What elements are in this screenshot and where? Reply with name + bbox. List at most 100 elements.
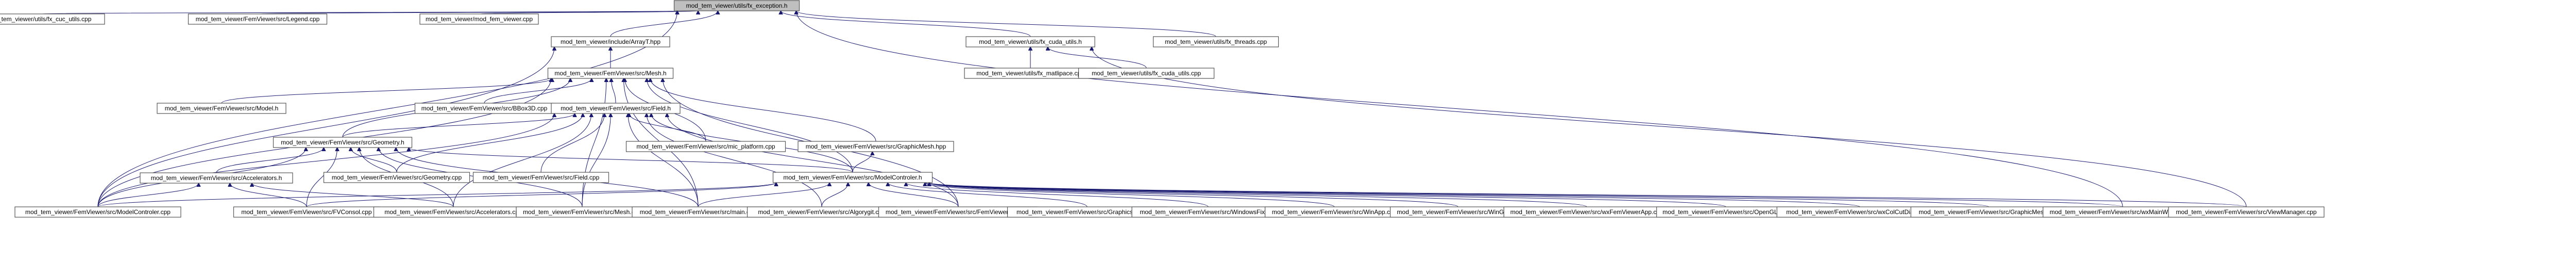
node-utils-fx-exception-h[interactable]: mod_tem_viewer/utils/fx_exception.h	[673, 0, 800, 11]
node-label: mod_tem_viewer/FemViewer/src/ModelContro…	[25, 208, 171, 216]
edge-n4-n20	[97, 47, 554, 207]
edge-n19-n25	[821, 183, 848, 207]
node-femviewer-src-wxcolcutdialog-cpp[interactable]: mod_tem_viewer/FemViewer/src/wxColCutDia…	[1776, 206, 1943, 218]
node-label: mod_tem_viewer/utils/fx_threads.cpp	[1165, 38, 1267, 45]
node-femviewer-src-field-cpp[interactable]: mod_tem_viewer/FemViewer/src/Field.cpp	[472, 172, 609, 183]
node-femviewer-src-geometry-h[interactable]: mod_tem_viewer/FemViewer/src/Geometry.h	[273, 137, 413, 148]
edge-n13-n14	[216, 148, 324, 173]
node-femviewer-src-graphicmesh-cpp[interactable]: mod_tem_viewer/FemViewer/src/GraphicMesh…	[1910, 206, 2067, 218]
node-label: mod_tem_viewer/FemViewer/src/wxColCutDia…	[1786, 208, 1934, 216]
node-box	[965, 36, 1095, 47]
node-femviewer-src-fvconsol-cpp[interactable]: mod_tem_viewer/FemViewer/src/FVConsol.cp…	[233, 206, 380, 218]
node-label: mod_tem_viewer/FemViewer/src/ViewManager…	[2176, 208, 2316, 216]
node-box	[273, 137, 413, 148]
node-label: mod_tem_viewer/FemViewer/src/Accelerator…	[151, 174, 282, 182]
node-label: mod_tem_viewer/FemViewer/src/ModelContro…	[783, 174, 922, 181]
edge-n0-n3	[479, 11, 698, 14]
node-femviewer-src-graphicsdata-cpp[interactable]: mod_tem_viewer/FemViewer/src/GraphicsDat…	[1007, 206, 1167, 218]
edge-n12-n26	[667, 113, 959, 207]
node-femviewer-src-main-cpp[interactable]: mod_tem_viewer/FemViewer/src/main.cpp	[632, 206, 765, 218]
edge-n0-n4	[610, 11, 718, 37]
edge-n17-n19	[852, 152, 872, 173]
node-box	[323, 172, 470, 183]
edge-n0-n6	[796, 11, 1216, 37]
edge-n14-n20	[97, 183, 199, 207]
node-include-arrayt-hpp[interactable]: mod_tem_viewer/include/ArrayT.hpp	[551, 36, 670, 47]
edge-n12-n25	[647, 113, 822, 207]
node-femviewer-src-winapp-cpp[interactable]: mod_tem_viewer/FemViewer/src/WinApp.cpp	[1264, 206, 1404, 218]
node-label: mod_tem_viewer/mod_fem_viewer.cpp	[426, 15, 533, 23]
node-femviewer-src-accelerators-cpp[interactable]: mod_tem_viewer/FemViewer/src/Accelerator…	[373, 206, 534, 218]
node-utils-fx-threads-cpp[interactable]: mod_tem_viewer/utils/fx_threads.cpp	[1153, 36, 1279, 47]
node-femviewer-src-opengl-cpp[interactable]: mod_tem_viewer/FemViewer/src/OpenGL.cpp	[1656, 206, 1796, 218]
node-femviewer-src-mesh-cpp[interactable]: mod_tem_viewer/FemViewer/src/Mesh.cpp	[516, 206, 649, 218]
edge-n5-n9	[1048, 47, 1147, 69]
node-label: mod_tem_viewer/FemViewer/src/wxMainWindo…	[2049, 208, 2196, 216]
node-label: mod_tem_viewer/utils/fx_cuda_utils.h	[979, 38, 1081, 45]
edge-n12-n15	[396, 113, 583, 173]
edge-n19-n24	[698, 183, 829, 207]
node-box	[14, 206, 181, 218]
node-femviewer-src-wxmainwindow-cpp[interactable]: mod_tem_viewer/FemViewer/src/wxMainWindo…	[2042, 206, 2203, 218]
edge-n0-n20	[97, 11, 677, 207]
edge-n7-n11	[484, 78, 591, 104]
node-utils-fx-matlipace-cpp[interactable]: mod_tem_viewer/utils/fx_matlipace.cpp	[964, 68, 1097, 79]
edge-n12-n24	[628, 113, 699, 207]
node-femviewer-src-wingl-cpp[interactable]: mod_tem_viewer/FemViewer/src/WinGL.cpp	[1389, 206, 1527, 218]
node-femviewer-src-accelerators-h[interactable]: mod_tem_viewer/FemViewer/src/Accelerator…	[140, 172, 293, 184]
node-box	[551, 103, 681, 114]
node-femviewer-src-mesh-h[interactable]: mod_tem_viewer/FemViewer/src/Mesh.h	[547, 68, 674, 79]
node-box	[0, 13, 105, 25]
node-box	[551, 36, 670, 47]
edge-n14-n21	[230, 183, 307, 207]
edge-n19-n28	[906, 183, 1209, 207]
node-label: mod_tem_viewer/include/ArrayT.hpp	[561, 38, 660, 45]
node-femviewer-src-viewmanager-cpp[interactable]: mod_tem_viewer/FemViewer/src/ViewManager…	[2168, 206, 2325, 218]
node-label: mod_tem_viewer/FemViewer/src/GraphicMesh…	[806, 143, 946, 150]
node-femviewer-src-femviewerapp-cpp[interactable]: mod_tem_viewer/FemViewer/src/FemViewerAp…	[878, 206, 1039, 218]
node-label: mod_tem_viewer/FemViewer/src/WinGL.cpp	[1397, 208, 1519, 216]
node-femviewer-src-bbox3d-cpp[interactable]: mod_tem_viewer/FemViewer/src/BBox3D.cpp	[414, 103, 554, 114]
node-femviewer-src-algorygit-cpp[interactable]: mod_tem_viewer/FemViewer/src/Algorygit.c…	[747, 206, 897, 218]
edge-n0-n2	[257, 11, 677, 14]
node-label: mod_tem_viewer/FemViewer/src/wxFemViewer…	[1511, 208, 1664, 216]
edge-n12-n13	[342, 113, 575, 138]
edge-n0-n35	[796, 11, 2123, 207]
node-box	[673, 0, 800, 11]
edge-n12-n20	[97, 113, 554, 207]
node-box	[1078, 68, 1215, 79]
node-box	[625, 141, 786, 152]
node-femviewer-src-legend-cpp[interactable]: mod_tem_viewer/FemViewer/src/Legend.cpp	[188, 13, 328, 25]
node-utils-fx-cuda-utils-h[interactable]: mod_tem_viewer/utils/fx_cuda_utils.h	[965, 36, 1095, 47]
node-box	[1153, 36, 1279, 47]
edge-n12-n23	[582, 113, 611, 207]
node-femviewer-src-field-h[interactable]: mod_tem_viewer/FemViewer/src/Field.h	[551, 103, 681, 114]
node-box	[2168, 206, 2325, 218]
node-femviewer-src-wxfemviewerapp-cpp[interactable]: mod_tem_viewer/FemViewer/src/wxFemViewer…	[1503, 206, 1670, 218]
node-label: mod_tem_viewer/FemViewer/src/Geometry.cp…	[332, 174, 462, 181]
node-femviewer-src-mic-platform-cpp[interactable]: mod_tem_viewer/FemViewer/src/mic_platfor…	[625, 141, 786, 152]
node-mod-fem-viewer-cpp[interactable]: mod_tem_viewer/mod_fem_viewer.cpp	[419, 13, 539, 25]
node-utils-fx-cuc-utils-cpp[interactable]: mod_tem_viewer/utils/fx_cuc_utils.cpp	[0, 13, 105, 25]
node-femviewer-src-modelcontroler-h[interactable]: mod_tem_viewer/FemViewer/src/ModelContro…	[772, 172, 933, 183]
node-label: mod_tem_viewer/FemViewer/src/Mesh.cpp	[523, 208, 641, 216]
node-label: mod_tem_viewer/FemViewer/src/WindowsFix.…	[1140, 208, 1277, 216]
edge-n13-n21	[306, 148, 337, 207]
edge-n19-n35	[929, 183, 2123, 207]
node-box	[547, 68, 674, 79]
node-femviewer-src-model-h[interactable]: mod_tem_viewer/FemViewer/src/Model.h	[157, 103, 286, 114]
node-box	[798, 141, 954, 152]
edge-n7-n17	[650, 78, 876, 142]
node-label: mod_tem_viewer/FemViewer/src/Mesh.h	[554, 70, 666, 77]
node-femviewer-src-graphicmesh-hpp[interactable]: mod_tem_viewer/FemViewer/src/GraphicMesh…	[798, 141, 954, 152]
edge-n12-n18	[540, 113, 604, 173]
edge-n7-n23	[582, 78, 606, 207]
node-femviewer-src-modelcontroler-cpp[interactable]: mod_tem_viewer/FemViewer/src/ModelContro…	[14, 206, 181, 218]
node-femviewer-src-windowsfix-cpp[interactable]: mod_tem_viewer/FemViewer/src/WindowsFix.…	[1131, 206, 1285, 218]
node-label: mod_tem_viewer/utils/fx_matlipace.cpp	[976, 70, 1084, 77]
edge-n19-n36	[929, 183, 2247, 207]
node-label: mod_tem_viewer/FemViewer/src/mic_platfor…	[636, 143, 775, 150]
node-utils-fx-cuda-utils-cpp[interactable]: mod_tem_viewer/utils/fx_cuda_utils.cpp	[1078, 68, 1215, 79]
node-femviewer-src-geometry-cpp[interactable]: mod_tem_viewer/FemViewer/src/Geometry.cp…	[323, 172, 470, 183]
